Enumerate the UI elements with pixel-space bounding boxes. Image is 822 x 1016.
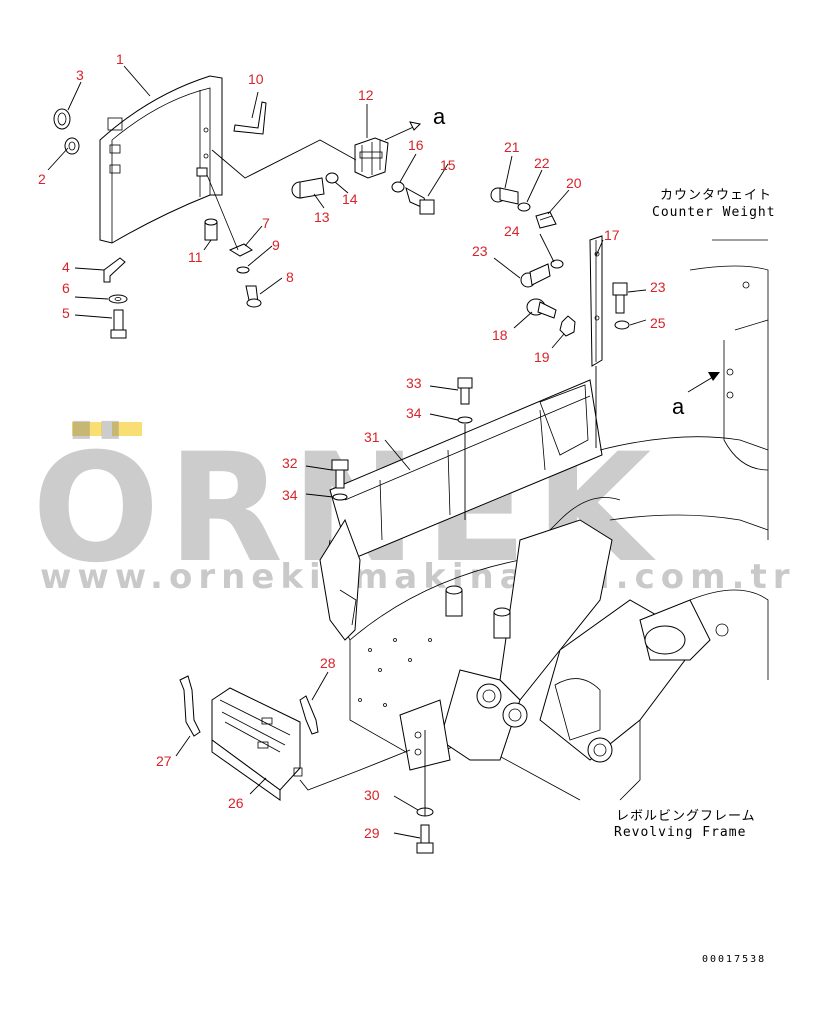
washer-part-34-left [332, 493, 348, 501]
ref-a-frame: a [672, 394, 685, 419]
callout-2: 2 [38, 171, 46, 187]
bolt-part-18 [526, 298, 557, 319]
ring-part-3 [53, 108, 71, 130]
callout-labels: 1 2 3 4 5 6 7 8 9 10 11 12 13 14 15 16 1… [38, 51, 666, 841]
nut-part-19 [559, 315, 576, 337]
washer-part-9 [236, 266, 250, 274]
callout-19: 19 [534, 349, 550, 365]
callout-18: 18 [492, 327, 508, 343]
bracket-plate-part-17 [589, 235, 603, 367]
bolt-part-29 [416, 824, 434, 854]
watermark-umlaut-dot-1 [72, 422, 102, 436]
callout-5: 5 [62, 305, 70, 321]
callout-34-top: 34 [406, 405, 422, 421]
callout-10: 10 [248, 71, 264, 87]
bolt-part-32 [331, 459, 349, 489]
bolt-part-21 [490, 187, 519, 205]
revolving-frame-label-en: Revolving Frame [614, 825, 746, 840]
side-cover-part-31 [329, 379, 603, 561]
bolt-part-13 [291, 177, 325, 199]
callout-17: 17 [604, 227, 620, 243]
callout-25: 25 [650, 315, 666, 331]
seal-part-28 [299, 695, 319, 735]
callout-12: 12 [358, 87, 374, 103]
ref-a-top: a [433, 104, 446, 129]
callout-28: 28 [320, 655, 336, 671]
latch-clip-part-7 [196, 167, 253, 257]
bolt-part-5 [110, 309, 127, 339]
bolt-part-15 [405, 186, 435, 215]
callout-21: 21 [504, 139, 520, 155]
bolt-part-23-left [520, 263, 551, 288]
ref-arrow-frame [687, 372, 720, 393]
washer-part-6 [108, 294, 128, 304]
callout-11: 11 [188, 249, 203, 265]
hinge-connection [211, 121, 422, 179]
callout-16: 16 [408, 137, 424, 153]
callout-13: 13 [314, 209, 330, 225]
callout-6: 6 [62, 280, 70, 296]
bolt-part-8 [245, 285, 262, 308]
counterweight-label-jp: カウンタウェイト [660, 188, 772, 203]
callout-4: 4 [62, 259, 70, 275]
watermark-umlaut-dot-2 [112, 422, 142, 436]
callout-31: 31 [364, 429, 380, 445]
washer-part-14 [325, 172, 339, 184]
clip-nut-part-20 [535, 211, 557, 229]
callout-1: 1 [116, 51, 124, 67]
bolt-part-33 [457, 377, 473, 405]
washer-part-34-top [457, 416, 473, 424]
callout-3: 3 [76, 67, 84, 83]
washer-part-16 [391, 181, 405, 193]
callout-20: 20 [566, 175, 582, 191]
callout-29: 29 [364, 825, 380, 841]
callout-14: 14 [342, 191, 358, 207]
under-cover-part-26 [211, 687, 411, 801]
callout-8: 8 [286, 269, 294, 285]
seal-part-27 [179, 675, 201, 737]
spacer-part-11 [204, 218, 218, 241]
callout-23-left: 23 [472, 243, 488, 259]
leader-lines [47, 65, 647, 839]
counterweight [689, 239, 769, 540]
watermark-url: www.ornekismakinalari.com.tr [40, 557, 795, 597]
washer-part-25 [614, 320, 630, 330]
callout-27: 27 [156, 753, 172, 769]
document-id: 00017538 [702, 954, 766, 965]
callout-32: 32 [282, 455, 298, 471]
callout-33: 33 [406, 375, 422, 391]
callout-30: 30 [364, 787, 380, 803]
latch-plate-part-4 [103, 257, 126, 283]
callout-24: 24 [504, 223, 520, 239]
callout-26: 26 [228, 795, 244, 811]
callout-34-left: 34 [282, 487, 298, 503]
door-panel [99, 75, 223, 244]
callout-22: 22 [534, 155, 550, 171]
washer-part-24 [550, 259, 564, 269]
grommet-part-2 [64, 137, 80, 155]
hinge-bracket-part-12 [354, 137, 389, 179]
washer-part-22 [517, 202, 531, 212]
callout-23-right: 23 [650, 279, 666, 295]
revolving-frame-label-jp: レボルビングフレーム [616, 809, 756, 824]
bolt-part-23-right [612, 282, 628, 314]
callout-7: 7 [262, 215, 270, 231]
rod-part-10 [233, 101, 267, 135]
callout-15: 15 [440, 157, 456, 173]
counterweight-label-en: Counter Weight [652, 205, 776, 220]
callout-9: 9 [272, 237, 280, 253]
